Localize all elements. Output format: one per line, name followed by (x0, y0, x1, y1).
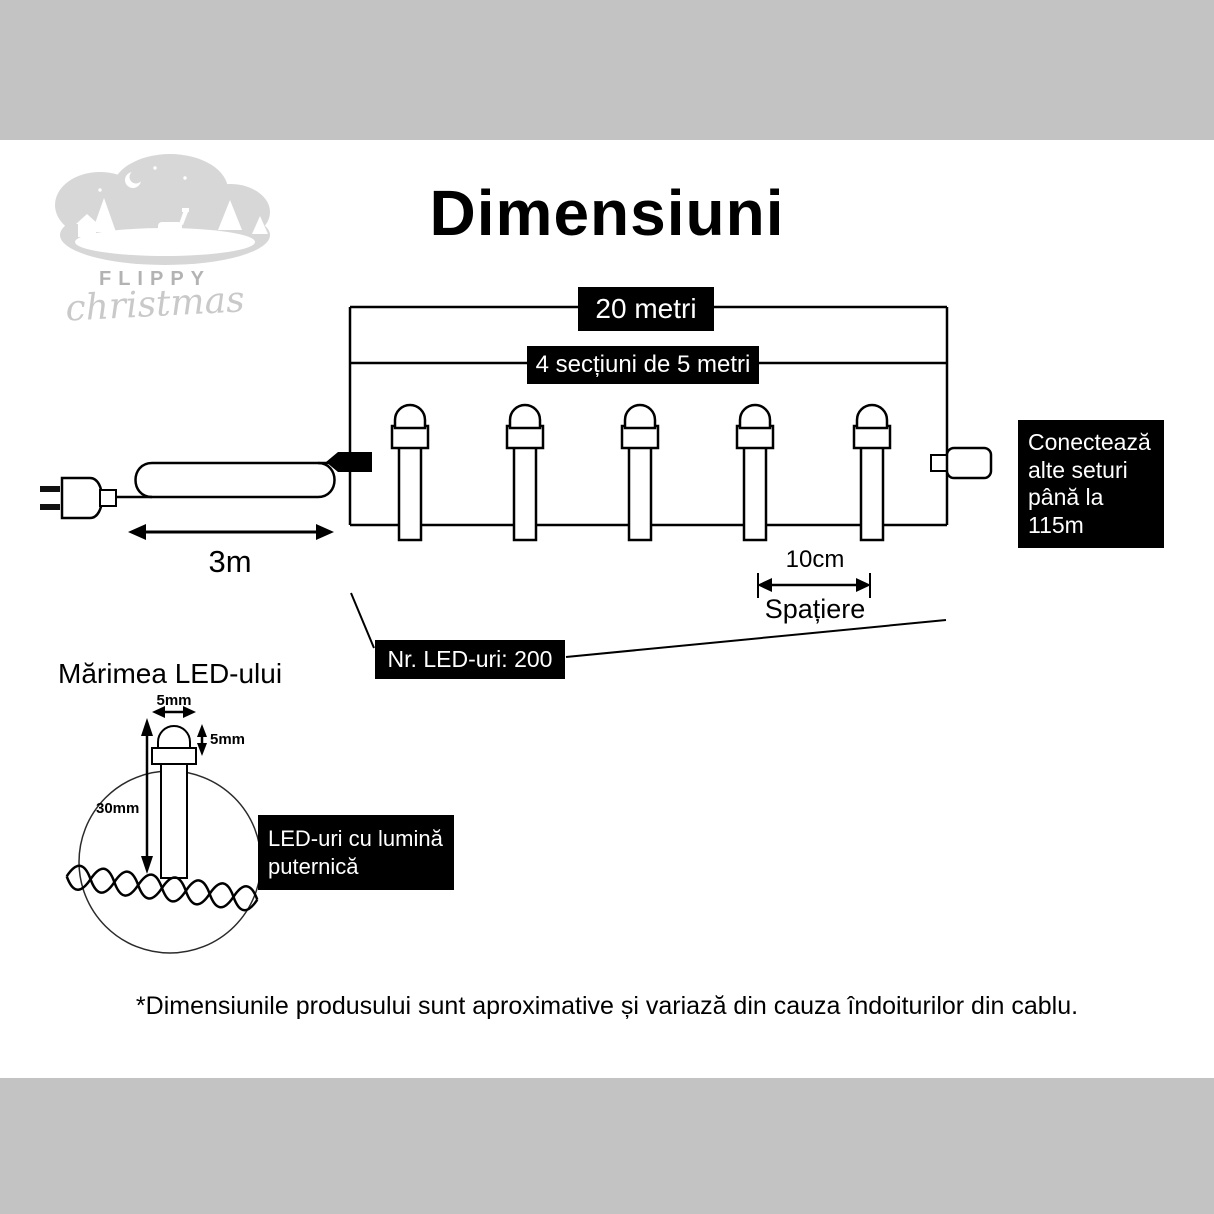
led-length-arrow (141, 718, 153, 874)
led-count-label: Nr. LED-uri: 200 (375, 640, 565, 679)
tree-icon (218, 200, 242, 230)
tree-icon (92, 198, 116, 232)
led-size-diagram (65, 706, 262, 954)
moon-crescent-cut (129, 170, 143, 184)
star-icon (113, 170, 117, 174)
spacing-word-label: Spațiere (764, 594, 866, 624)
tree-icon (252, 216, 268, 234)
led-width-arrow (152, 706, 196, 718)
total-length-label: 20 metri (578, 287, 714, 331)
spacing-arrow (757, 573, 871, 598)
lead-cord-coil (116, 461, 336, 499)
lead-length-arrow (128, 524, 334, 540)
snow-ground (75, 228, 255, 256)
led-bulb-icon (735, 403, 775, 542)
led-bulb-icon (505, 403, 545, 542)
led-brightness-callout: LED-uri cu lumină puternică (258, 815, 454, 890)
connect-note-label: Conectează alte seturi până la 115m (1018, 420, 1164, 549)
led-size-heading: Mărimea LED-ului (58, 658, 283, 689)
led-dome-height-label: 5mm (210, 731, 246, 748)
sections-label: 4 secțiuni de 5 metri (527, 346, 759, 384)
led-length-label: 30mm (96, 800, 140, 817)
star-icon (153, 166, 157, 170)
deer-icon (158, 208, 189, 240)
star-icon (98, 188, 102, 192)
end-connector-icon (930, 446, 993, 480)
twisted-wire-icon (65, 864, 259, 912)
footnote-text: *Dimensiunile produsului sunt aproximati… (135, 992, 1079, 1020)
lead-length-label: 3m (208, 544, 252, 579)
led-count-pointer-lines (350, 592, 947, 658)
logo-illustration (55, 154, 270, 265)
led-enlarged-icon (151, 725, 197, 879)
led-bulb-icon (620, 403, 660, 542)
led-width-label: 5mm (156, 692, 192, 709)
spacing-value-label: 10cm (785, 546, 845, 573)
led-bulb-icon (390, 403, 430, 542)
led-bulb-icon (852, 403, 892, 542)
power-plug-icon (40, 476, 117, 520)
led-bulbs (390, 403, 892, 542)
led-dome-height-arrow (197, 724, 207, 756)
page-title: Dimensiuni (429, 177, 785, 249)
star-icon (183, 176, 187, 180)
house-icon (76, 214, 98, 237)
logo-brand-name: FLIPPY (98, 268, 211, 290)
inline-connector-icon (326, 452, 372, 472)
